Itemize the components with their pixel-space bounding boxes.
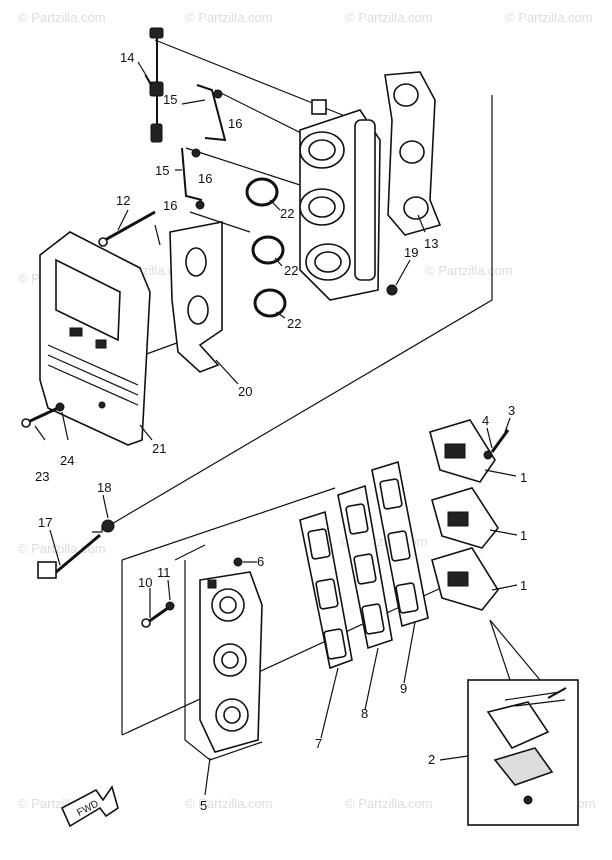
intake-manifold [199,571,263,753]
callout-17: 17 [38,515,52,530]
gasket-plate [337,484,393,650]
manifold-outline [184,560,263,761]
callout-22: 22 [284,263,298,278]
reed-valve-detail-box [467,619,579,826]
carburetor-gasket [384,71,442,236]
long-bolt [98,210,156,247]
reed-valve-assembly [431,487,499,549]
gasket-plate [299,510,353,670]
callout-8: 8 [361,706,368,721]
callout-9: 9 [400,681,407,696]
callout-23: 23 [35,469,49,484]
reed-screw [483,429,510,460]
o-rings [245,177,287,318]
clips [191,89,223,210]
grommet [101,519,115,533]
fuel-joint-hose [144,27,164,143]
callout-22: 22 [280,206,294,221]
link-rods [181,84,306,201]
leader-lines [34,61,518,796]
callout-16: 16 [163,198,177,213]
callout-15: 15 [155,163,169,178]
callout-15: 15 [163,92,177,107]
callout-5: 5 [200,798,207,813]
intake-silencer [39,231,151,446]
callout-11: 11 [157,565,171,580]
watermark: © Partzilla.com [185,10,273,25]
callout-1: 1 [520,578,527,593]
callout-3: 3 [508,403,515,418]
forward-direction-arrow: FWD [60,785,119,828]
gasket-plate [371,460,429,628]
callout-16: 16 [198,171,212,186]
callout-21: 21 [152,441,166,456]
callout-labels: 14 15 16 15 16 16 12 22 13 22 19 22 20 2… [35,50,527,813]
callout-22: 22 [287,316,301,331]
choke-lever [37,525,103,579]
reed-valve-assembly [431,547,499,611]
callout-12: 12 [116,193,130,208]
silencer-bolt [21,402,65,428]
watermark: © Partzilla.com [425,263,513,278]
callout-2: 2 [428,752,435,767]
watermark: © Partzilla.com [345,796,433,811]
callout-7: 7 [315,736,322,751]
callout-13: 13 [424,236,438,251]
callout-19: 19 [404,245,418,260]
callout-18: 18 [97,480,111,495]
callout-20: 20 [238,384,252,399]
callout-10: 10 [138,575,152,590]
watermark: © Partzilla.com [18,541,106,556]
callout-14: 14 [120,50,134,65]
watermark: © Partzilla.com [185,796,273,811]
callout-16: 16 [228,116,242,131]
watermark: © Partzilla.com [505,10,593,25]
manifold-screw [141,557,243,628]
silencer-gasket [169,221,223,373]
watermark: © Partzilla.com [18,10,106,25]
callout-24: 24 [60,453,74,468]
carburetor-assembly [299,99,381,301]
reed-valve-assembly [429,419,496,483]
callout-4: 4 [482,413,489,428]
callout-6: 6 [257,554,264,569]
watermark: © Partzilla.com [345,10,433,25]
callout-1: 1 [520,470,527,485]
small-screw [386,284,398,296]
callout-1: 1 [520,528,527,543]
